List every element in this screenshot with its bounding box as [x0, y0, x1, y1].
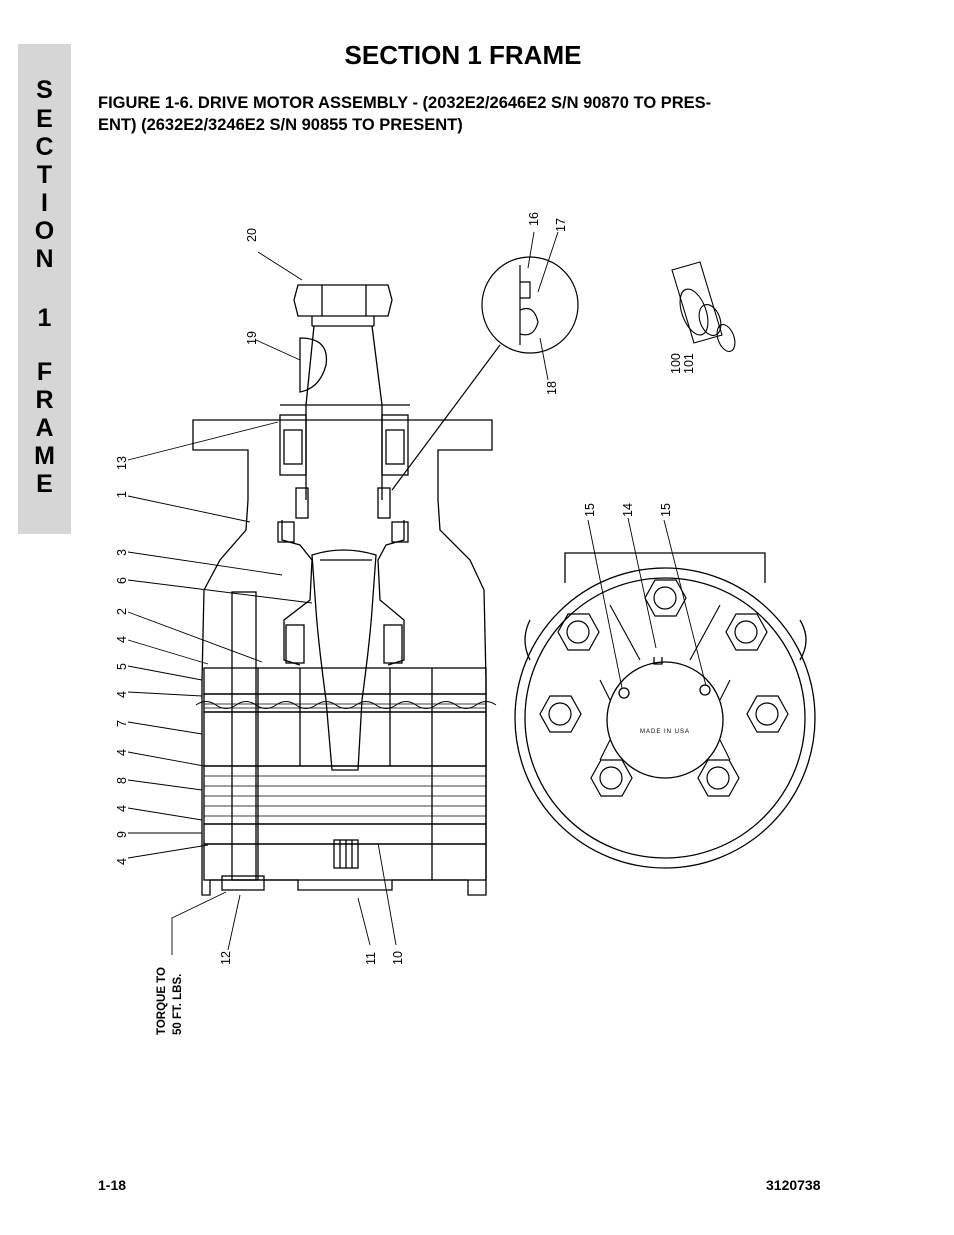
woodruff-key [299, 337, 328, 393]
callout-9: 9 [115, 831, 129, 838]
end-view-bolts [539, 579, 789, 797]
callout-101: 101 [682, 353, 696, 374]
side-tab-char: I [41, 189, 48, 217]
end-cap [203, 843, 487, 881]
figure-title-line1: FIGURE 1-6. DRIVE MOTOR ASSEMBLY - (2032… [98, 94, 712, 112]
seal-plate [671, 261, 723, 344]
page-number: 1-18 [98, 1177, 127, 1193]
hex-nut [293, 284, 393, 327]
callout-20: 20 [245, 228, 259, 242]
document-number: 3120738 [766, 1177, 821, 1193]
side-tab-char: O [34, 217, 55, 245]
callout-10: 10 [391, 951, 405, 965]
side-tab-char: F [36, 358, 53, 386]
callout-6: 6 [115, 577, 129, 584]
callout-4: 4 [115, 691, 129, 698]
callout-4: 4 [115, 749, 129, 756]
callout-3: 3 [115, 549, 129, 556]
end-view-center-boss [606, 661, 724, 779]
callout-5: 5 [115, 663, 129, 670]
end-view-body [514, 567, 816, 869]
callout-4: 4 [115, 805, 129, 812]
side-tab-char: T [36, 161, 53, 189]
callout-15: 15 [659, 503, 673, 517]
callout-16: 16 [527, 212, 541, 226]
side-tab-char: M [34, 442, 55, 470]
callout-4: 4 [115, 636, 129, 643]
callout-1: 1 [115, 491, 129, 498]
callout-15: 15 [583, 503, 597, 517]
side-tab-char: A [35, 414, 54, 442]
callout-18: 18 [545, 381, 559, 395]
callout-13: 13 [115, 456, 129, 470]
callout-19: 19 [245, 331, 259, 345]
callout-labels: 20 19 16 17 18 100 101 13 1 3 6 2 4 5 4 … [115, 212, 696, 1035]
callout-11: 11 [364, 952, 378, 965]
callout-8: 8 [115, 777, 129, 784]
motor-housing [192, 419, 493, 896]
detail-circle [481, 256, 579, 354]
callout-14: 14 [621, 503, 635, 517]
section-header: SECTION 1 FRAME [344, 40, 582, 70]
side-tab-char: 1 [37, 304, 52, 332]
callout-4: 4 [115, 858, 129, 865]
end-view-stamp: MADE IN USA [640, 729, 690, 735]
side-tab-char: N [35, 245, 54, 273]
figure-title: FIGURE 1-6. DRIVE MOTOR ASSEMBLY - (2032… [98, 92, 838, 136]
callout-12: 12 [219, 951, 233, 965]
side-tab-char: C [35, 133, 54, 161]
through-bolt [231, 591, 257, 881]
torque-note-line1: TORQUE TO [156, 967, 168, 1035]
torque-note-line2: 50 FT. LBS. [172, 974, 184, 1035]
drive-link [311, 549, 377, 771]
callout-100: 100 [669, 353, 683, 374]
side-tab-char: S [36, 76, 53, 104]
callout-7: 7 [115, 720, 129, 727]
upper-bearing-left [279, 414, 307, 476]
callout-2: 2 [115, 608, 129, 615]
side-tab-char: E [36, 105, 53, 133]
valve-plate [203, 667, 487, 695]
side-tab-char: E [36, 470, 53, 498]
upper-bearing-right [381, 414, 409, 476]
callout-17: 17 [554, 218, 568, 232]
side-tab-char: R [35, 386, 54, 414]
gerotor-section [203, 765, 487, 825]
tapered-shaft [305, 325, 383, 406]
section-side-tab: S E C T I O N 1 F R A M E [18, 44, 71, 534]
figure-title-line2: ENT) (2632E2/3246E2 S/N 90855 TO PRESENT… [98, 116, 463, 134]
